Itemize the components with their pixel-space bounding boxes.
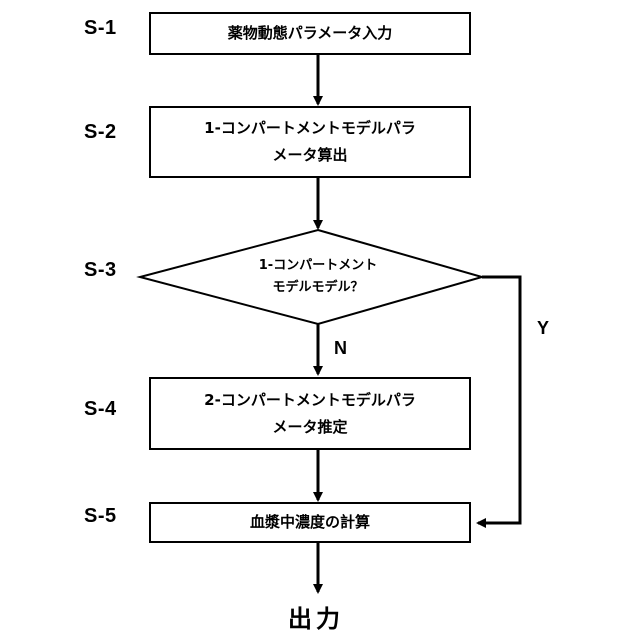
step-label-s1: S-1 xyxy=(84,17,117,40)
decision-text: 1-コンパートメント モデルモデル？ xyxy=(218,255,418,299)
step-box-s4: 2-コンパートメントモデルパラ メータ推定 xyxy=(149,377,471,450)
step-label-s4: S-4 xyxy=(84,398,117,421)
step-label-s3: S-3 xyxy=(84,259,117,282)
step-box-s1: 薬物動態パラメータ入力 xyxy=(149,12,471,55)
decision-text-line2: モデルモデル？ xyxy=(218,277,418,299)
step-label-s5: S-5 xyxy=(84,505,117,528)
step-text-s4-line2: メータ推定 xyxy=(272,414,347,441)
branch-label-yes: Y xyxy=(537,318,549,339)
step-text-s2-line2: メータ算出 xyxy=(272,142,347,169)
branch-label-no: N xyxy=(334,338,347,359)
step-text-s2-line1: 1-コンパートメントモデルパラ xyxy=(204,115,416,142)
arrow-s3-s5-yes xyxy=(478,277,520,523)
step-text-s4-line1: 2-コンパートメントモデルパラ xyxy=(204,387,416,414)
step-text-s1: 薬物動態パラメータ入力 xyxy=(228,20,393,47)
step-label-s2: S-2 xyxy=(84,121,117,144)
decision-text-line1: 1-コンパートメント xyxy=(218,255,418,277)
step-box-s2: 1-コンパートメントモデルパラ メータ算出 xyxy=(149,106,471,178)
step-box-s5: 血漿中濃度の計算 xyxy=(149,502,471,543)
output-label: 出力 xyxy=(288,599,344,634)
step-text-s5: 血漿中濃度の計算 xyxy=(250,509,370,536)
